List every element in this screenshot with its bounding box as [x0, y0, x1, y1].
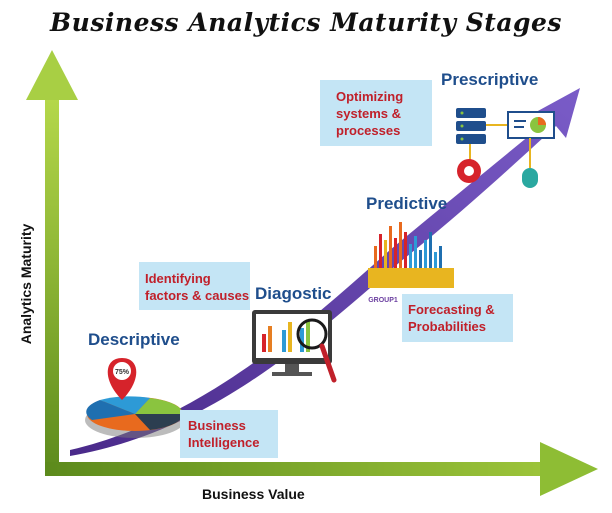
group-label: GROUP1 [368, 297, 398, 304]
y-axis-arrow [26, 50, 78, 476]
stage-predictive: Predictive [366, 194, 448, 213]
descriptive-detail-text: Business Intelligence [188, 418, 260, 450]
stage-diagnostic: Diagostic [255, 284, 332, 303]
y-axis-label: Analytics Maturity [18, 223, 34, 345]
diagnostic-detail-box: Identifying factors & causes [139, 262, 250, 310]
pin-percent-label: 75% [115, 369, 130, 376]
diagnostic-detail-text: Identifying factors & causes [145, 271, 250, 303]
stage-descriptive: Descriptive [88, 330, 180, 349]
descriptive-detail-box: Business Intelligence [180, 410, 278, 458]
prescriptive-detail-box: Optimizing systems & processes [320, 80, 432, 146]
bar-chart-icon [368, 222, 454, 288]
pie-chart-with-map-pin-icon [85, 358, 185, 438]
prescriptive-detail-text: Optimizing systems & processes [336, 89, 404, 138]
x-axis-arrow [45, 442, 598, 496]
monitor-with-magnifier-icon [252, 310, 337, 383]
predictive-detail-text: Forecasting & Probabilities [408, 302, 495, 334]
predictive-detail-box: Forecasting & Probabilities [402, 294, 513, 342]
stage-prescriptive: Prescriptive [441, 70, 539, 89]
diagram-title: Business Analytics Maturity Stages [50, 8, 562, 37]
server-gear-presentation-icon [456, 108, 555, 188]
x-axis-label: Business Value [202, 486, 305, 502]
